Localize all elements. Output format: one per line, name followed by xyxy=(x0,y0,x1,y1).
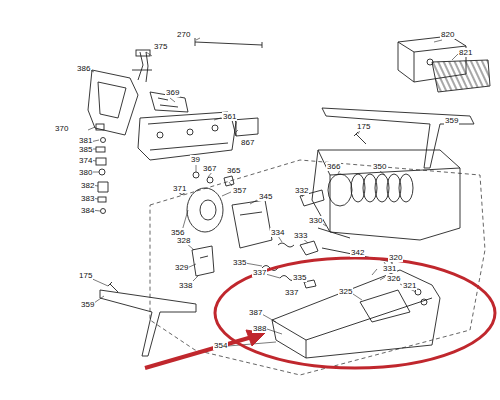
callout-number: 359 xyxy=(444,116,459,125)
callout-number: 385 xyxy=(78,145,93,154)
callout-number: 369 xyxy=(165,88,180,97)
callout-number: 175 xyxy=(356,122,371,131)
callout-number: 867 xyxy=(240,138,255,147)
callout-number: 334 xyxy=(270,228,285,237)
callout-number: 345 xyxy=(258,192,273,201)
callout-number: 337 xyxy=(252,268,267,277)
callout-number: 371 xyxy=(172,184,187,193)
callout-number: 387 xyxy=(248,308,263,317)
callout-number: 320 xyxy=(388,253,403,262)
callout-number: 342 xyxy=(350,248,365,257)
callout-number: 361 xyxy=(222,112,237,121)
callout-number: 367 xyxy=(202,164,217,173)
callout-number: 370 xyxy=(54,124,69,133)
callout-number: 365 xyxy=(226,166,241,175)
callout-number: 383 xyxy=(80,194,95,203)
callout-number: 375 xyxy=(153,42,168,51)
callout-number: 321 xyxy=(402,281,417,290)
callout-number: 335 xyxy=(232,258,247,267)
callout-number: 333 xyxy=(293,231,308,240)
callout-number: 380 xyxy=(78,168,93,177)
callout-number: 357 xyxy=(232,186,247,195)
callout-number: 331 xyxy=(382,264,397,273)
callout-number: 335 xyxy=(292,273,307,282)
callout-number: 337 xyxy=(284,288,299,297)
callout-number: 39 xyxy=(190,155,201,164)
callout-number: 350 xyxy=(372,162,387,171)
callout-number: 388 xyxy=(252,324,267,333)
callout-number: 338 xyxy=(178,281,193,290)
callout-number: 374 xyxy=(78,156,93,165)
callout-number: 366 xyxy=(326,162,341,171)
callout-number: 332 xyxy=(294,186,309,195)
callout-number: 382 xyxy=(80,181,95,190)
callout-number: 270 xyxy=(176,30,191,39)
callout-number: 175 xyxy=(78,271,93,280)
callout-number: 821 xyxy=(458,48,473,57)
callout-number: 325 xyxy=(338,287,353,296)
callout-number: 326 xyxy=(386,274,401,283)
callout-number: 328 xyxy=(176,236,191,245)
callout-number: 329 xyxy=(174,263,189,272)
callout-number: 359 xyxy=(80,300,95,309)
callout-number: 330 xyxy=(308,216,323,225)
callout-number: 386 xyxy=(76,64,91,73)
callout-number: 384 xyxy=(80,206,95,215)
callout-number: 381 xyxy=(78,136,93,145)
callout-number: 820 xyxy=(440,30,455,39)
callout-number: 354 xyxy=(213,341,228,350)
